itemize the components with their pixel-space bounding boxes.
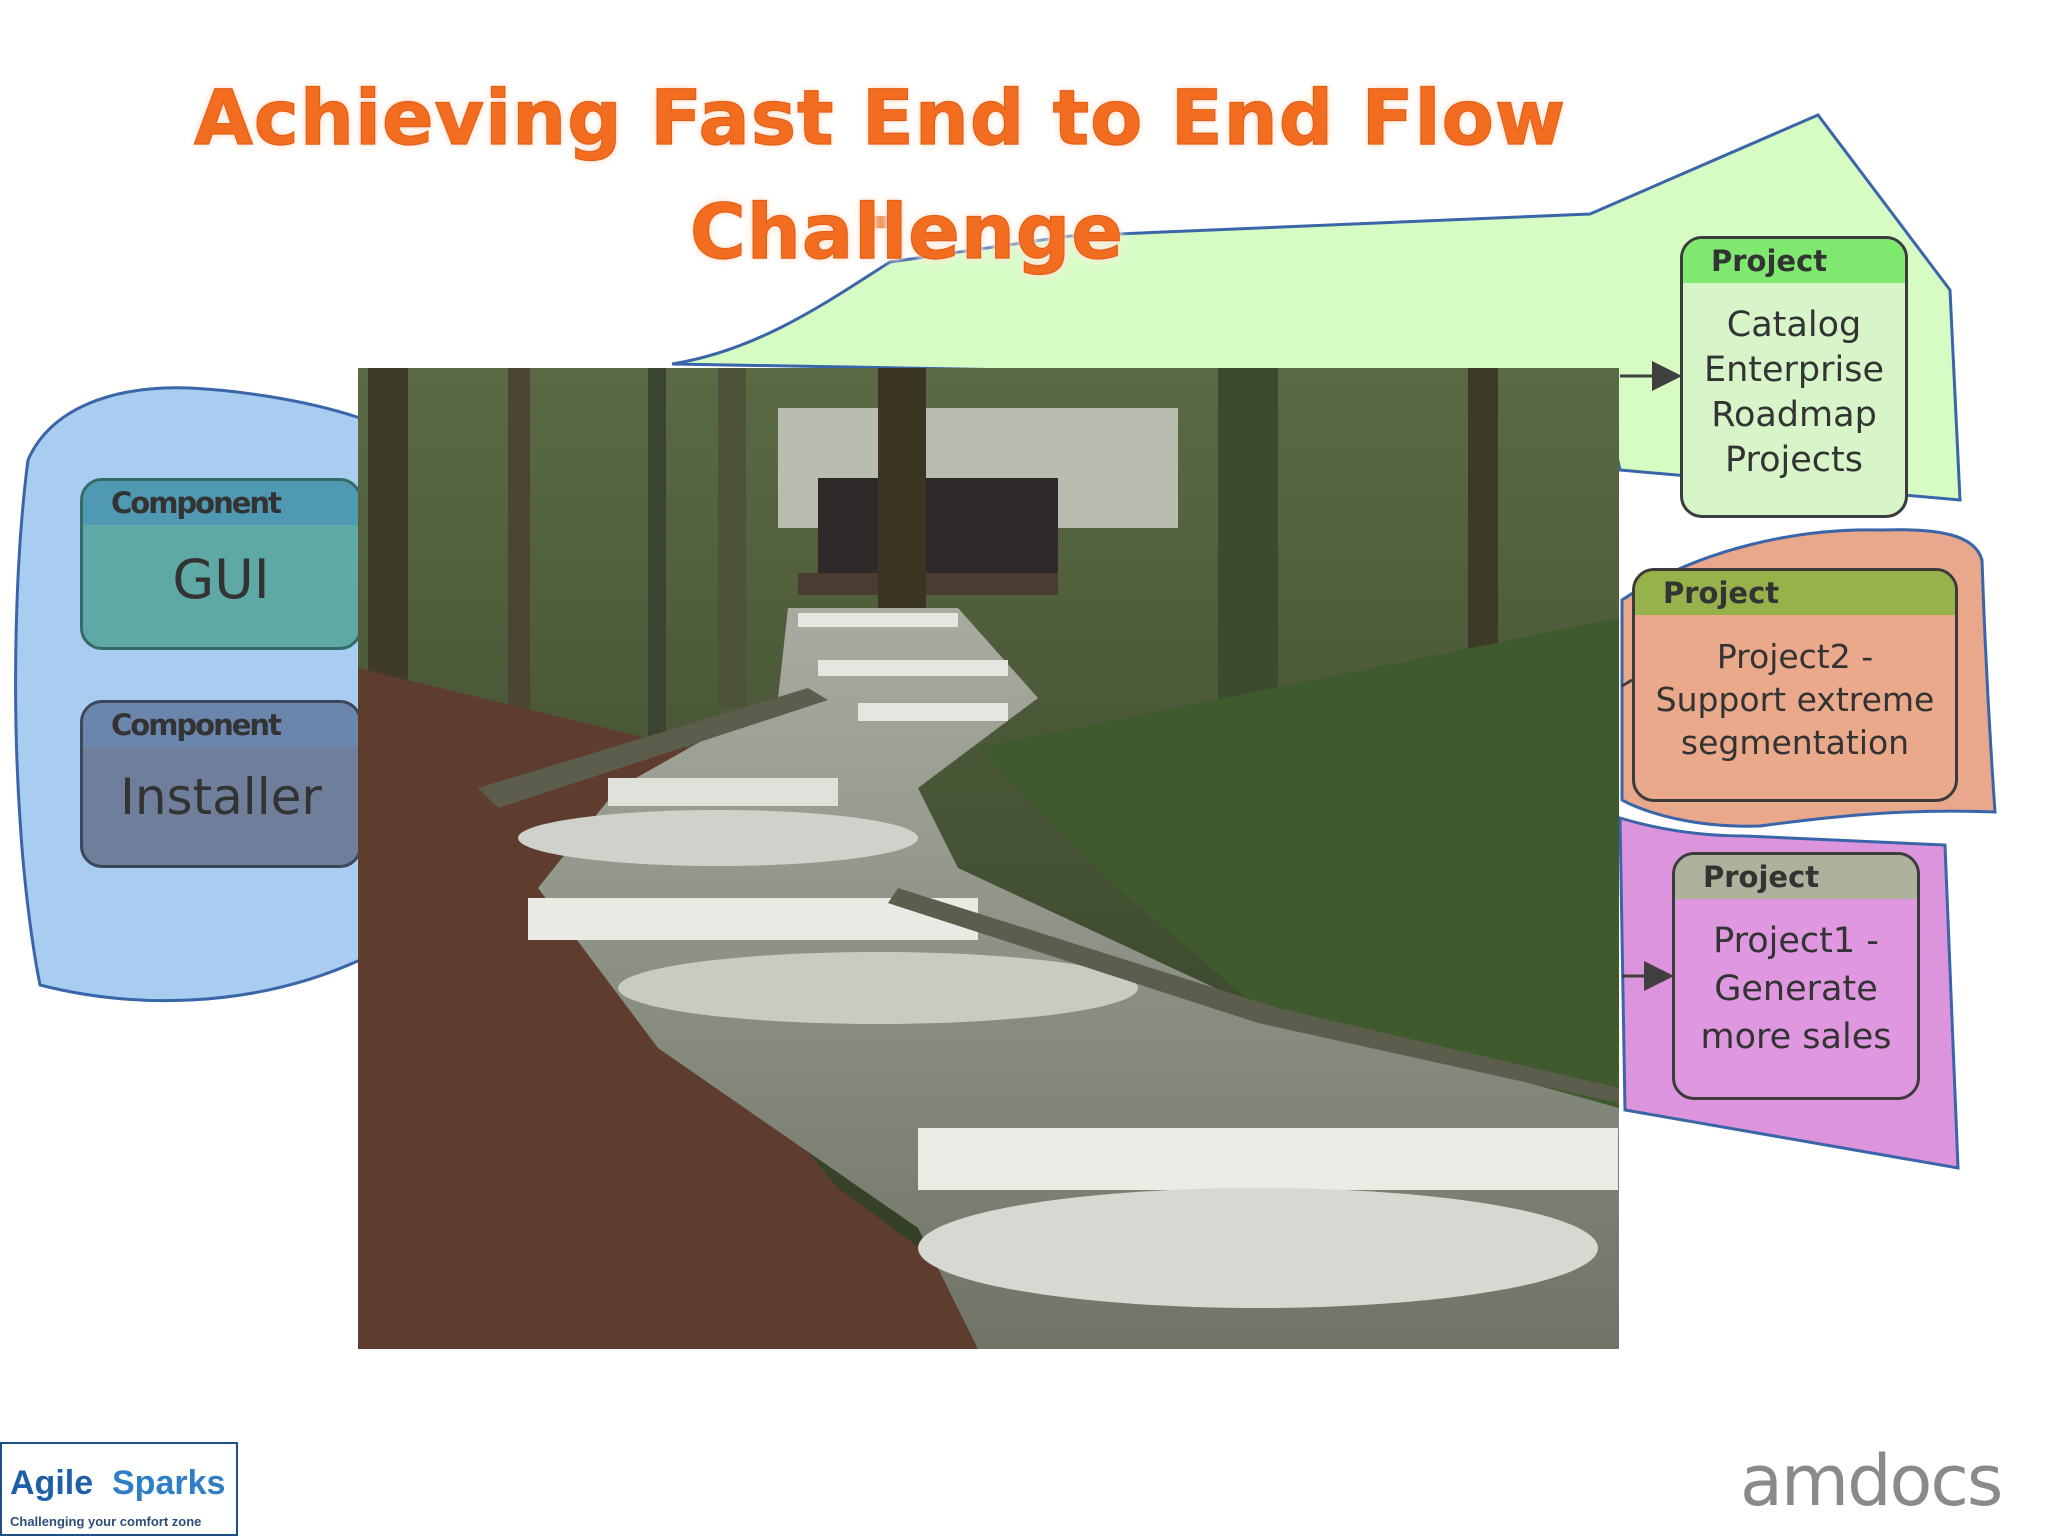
catalog-callout-shape [671,113,1962,502]
logo-word-agile: Agile [10,1464,94,1502]
slide-title-line2: Challenge [689,186,1124,276]
project-label-line: Support extreme [1655,680,1935,719]
project-label-line: Project1 - [1713,921,1879,961]
waterfall-photo [358,368,1619,1349]
project-label-line: more sales [1700,1017,1892,1057]
project-header: Project [1683,239,1905,283]
project-label-line: Generate [1714,969,1878,1009]
project-header: Project [1635,571,1955,615]
project-label-line: Projects [1725,440,1863,480]
project-label: Catalog Enterprise Roadmap Projects [1683,283,1905,483]
component-label: GUI [172,548,270,611]
component-card-gui: Component GUI [80,478,362,650]
project-label: Project2 - Support extreme segmentation [1635,615,1955,764]
component-label: Installer [120,768,322,826]
component-card-installer: Component Installer [80,700,362,868]
project-card-catalog: Project Catalog Enterprise Roadmap Proje… [1680,236,1908,518]
project-card-project1: Project Project1 - Generate more sales [1672,852,1920,1100]
project-label-line: segmentation [1680,723,1910,762]
project-label-line: Catalog [1726,305,1862,345]
project-label: Project1 - Generate more sales [1675,899,1917,1061]
project-header: Project [1675,855,1917,899]
project-card-project2: Project Project2 - Support extreme segme… [1632,568,1958,802]
project-label-line: Project2 - [1716,637,1874,676]
project-label-line: Enterprise [1703,350,1885,390]
logo-word-sparks: Sparks [112,1464,226,1502]
component-header: Component [83,703,359,747]
component-header: Component [83,481,359,525]
amdocs-logo: amdocs [1740,1440,2003,1522]
logo-tagline: Challenging your comfort zone [10,1514,202,1529]
slide-title-line1: Achieving Fast End to End Flow - [193,72,1567,262]
project2-connector [1621,678,1633,688]
agile-sparks-logo: Agile Sparks Challenging your comfort zo… [0,1442,238,1536]
project-label-line: Roadmap [1711,395,1877,435]
